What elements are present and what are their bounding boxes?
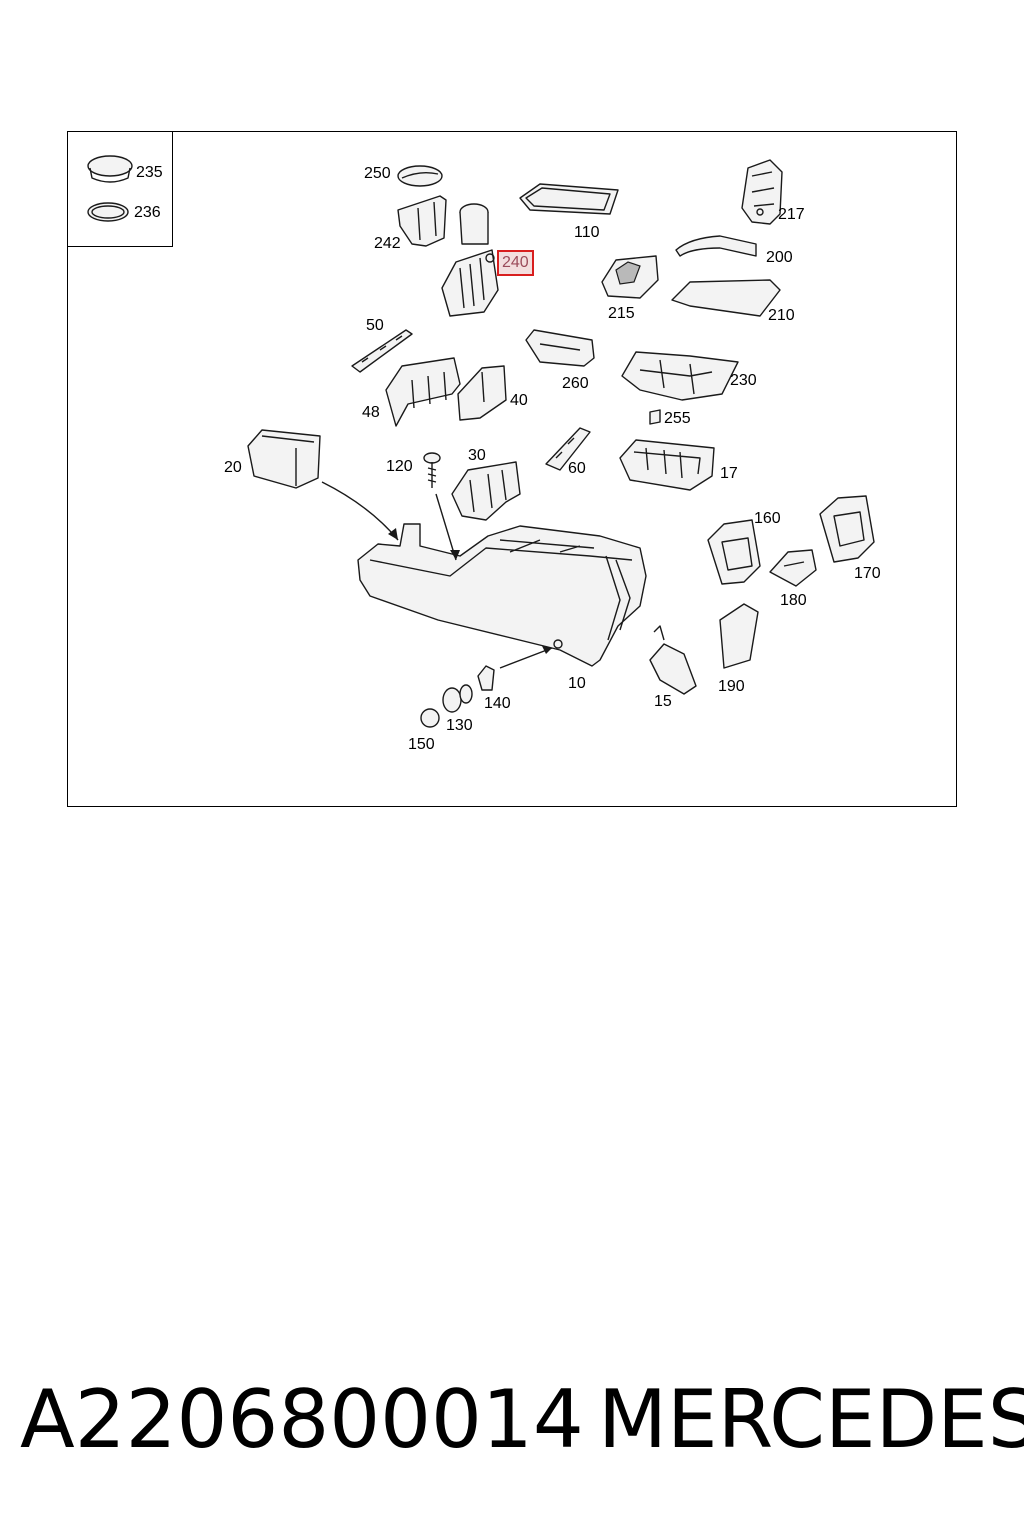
callout-217: 217 xyxy=(778,206,805,223)
callout-40: 40 xyxy=(510,392,528,409)
callout-50: 50 xyxy=(366,317,384,334)
part-217-bracket xyxy=(741,159,783,225)
callout-48: 48 xyxy=(362,404,380,421)
part-20-bin xyxy=(247,429,321,489)
part-15-latch xyxy=(649,625,697,695)
callout-10: 10 xyxy=(568,675,586,692)
callout-17: 17 xyxy=(720,465,738,482)
footer-caption: A2206800014 MERCEDES xyxy=(20,1370,1024,1470)
callout-190: 190 xyxy=(718,678,745,695)
part-190-panel xyxy=(719,603,759,669)
part-200-trim xyxy=(675,235,757,257)
part-255-clip xyxy=(649,409,661,425)
legend-box xyxy=(67,131,173,247)
part-120-screw xyxy=(423,452,441,488)
callout-242: 242 xyxy=(374,235,401,252)
callout-110: 110 xyxy=(574,224,600,241)
part-230-carrier xyxy=(621,351,739,401)
callout-240-highlighted[interactable]: 240 xyxy=(497,250,534,276)
part-60-strip xyxy=(545,427,591,471)
callout-200: 200 xyxy=(766,249,793,266)
callout-20: 20 xyxy=(224,459,242,476)
part-180-vent xyxy=(769,549,817,587)
callout-130: 130 xyxy=(446,717,473,734)
callout-210: 210 xyxy=(768,307,795,324)
callout-120: 120 xyxy=(386,458,413,475)
part-260-tray xyxy=(525,329,595,367)
part-242-holder xyxy=(397,195,447,247)
assembly-arrows xyxy=(321,481,553,669)
callout-15: 15 xyxy=(654,693,672,710)
part-110-frame xyxy=(519,183,619,215)
callout-150: 150 xyxy=(408,736,435,753)
part-160-bezel xyxy=(707,519,761,585)
part-210-cover xyxy=(671,279,781,317)
callout-60: 60 xyxy=(568,460,586,477)
part-240-cupholder xyxy=(441,203,499,317)
part-number: A2206800014 xyxy=(20,1373,584,1466)
part-236-disc xyxy=(87,202,129,222)
callout-215: 215 xyxy=(608,305,635,322)
callout-180: 180 xyxy=(780,592,807,609)
callout-250: 250 xyxy=(364,165,391,182)
brand-name: MERCEDES xyxy=(598,1373,1024,1466)
part-48-panel xyxy=(385,357,461,427)
part-170-bezel xyxy=(819,495,875,563)
part-40-ashtray xyxy=(457,365,507,421)
part-235-cap xyxy=(87,155,133,183)
callout-235: 235 xyxy=(136,164,163,181)
callout-236: 236 xyxy=(134,204,161,221)
part-17-box xyxy=(619,439,715,491)
callout-255: 255 xyxy=(664,410,691,427)
part-10-console xyxy=(357,523,647,667)
callout-30: 30 xyxy=(468,447,486,464)
part-50-strip xyxy=(351,329,413,373)
callout-230: 230 xyxy=(730,372,757,389)
callout-140: 140 xyxy=(484,695,511,712)
callout-170: 170 xyxy=(854,565,881,582)
part-30-bracket xyxy=(451,461,521,521)
part-215-switch xyxy=(601,255,659,299)
part-150-plug xyxy=(420,708,440,728)
part-250-lid xyxy=(397,165,443,187)
callout-160: 160 xyxy=(754,510,781,527)
callout-260: 260 xyxy=(562,375,589,392)
part-140-clip xyxy=(477,665,495,691)
part-130-grommet xyxy=(442,684,473,713)
